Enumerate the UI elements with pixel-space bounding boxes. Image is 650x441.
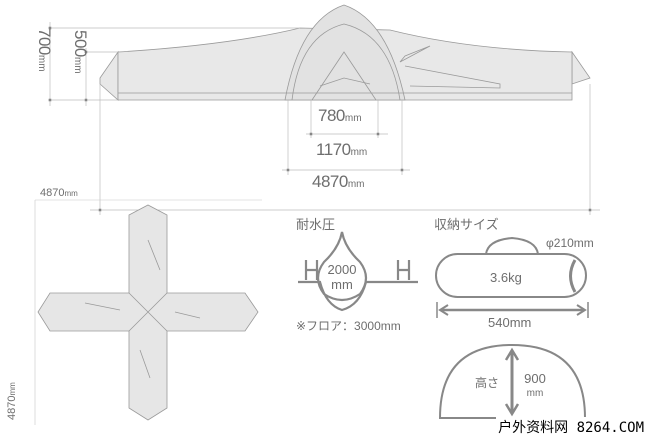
width-1170-label: 1170mm (316, 140, 368, 159)
top-dimension-lines (34, 199, 262, 425)
water-drop-icon (298, 231, 418, 312)
water-resistance-title: 耐水圧 (296, 217, 336, 232)
storage-length: 540mm (488, 315, 532, 330)
height-700-label: 700mm (35, 28, 54, 72)
floor-note: ※フロア：3000mm (296, 319, 401, 333)
storage-bag-icon (435, 236, 589, 318)
storage-weight: 3.6kg (490, 270, 522, 285)
height-500-label: 500mm (71, 30, 90, 74)
storage-title: 収納サイズ (434, 217, 499, 232)
top-depth-label: 4870mm (6, 382, 18, 420)
storage-diameter: φ210mm (546, 236, 594, 250)
top-width-label: 4870mm (40, 187, 78, 199)
width-4870-label: 4870mm (312, 172, 365, 191)
tent-side-view (99, 4, 591, 101)
side-dimension-lines (48, 22, 600, 215)
height-label: 高さ (475, 376, 500, 390)
tent-top-view (37, 204, 259, 421)
watermark: 户外资料网 8264.COM (496, 417, 646, 437)
width-780-label: 780mm (318, 106, 362, 125)
height-dome-icon (438, 343, 587, 419)
